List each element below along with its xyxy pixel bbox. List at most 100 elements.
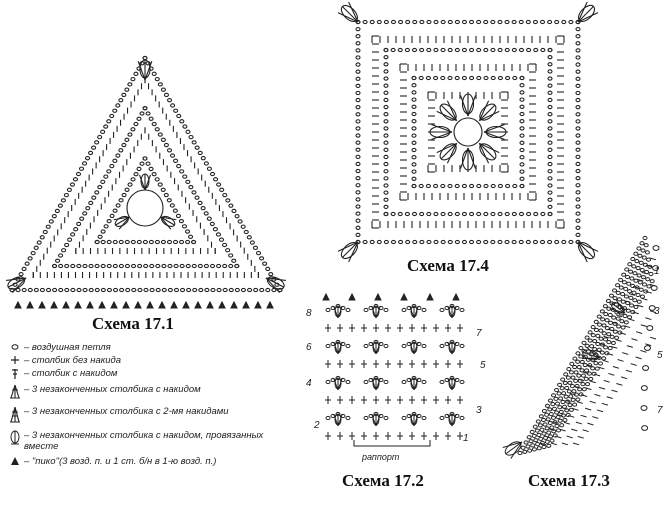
chain-stitch [405,19,411,25]
chain-stitch [54,208,60,214]
double-crochet [630,363,637,366]
legend-text: – 3 незаконченных столбика с накидом [24,384,201,395]
chain-stitch [139,161,145,166]
chain-stitch [118,239,124,245]
row-number: 6 [306,342,312,353]
chain-stitch [518,211,525,217]
chain-stitch [154,177,160,182]
chain-stitch [547,407,553,412]
chain-stitch [411,75,417,81]
double-crochet [603,335,610,339]
chain-stitch [575,19,581,25]
chain-stitch [115,103,121,108]
row-number: 1 [654,266,660,277]
cluster-3dc [459,147,469,169]
chain-stitch [355,218,361,223]
chain-stitch [476,239,482,245]
chain-stitch [82,263,88,269]
single-crochet [325,432,331,440]
chain-stitch [198,287,204,293]
chain-stitch [100,239,106,245]
double-crochet [645,264,652,268]
chain-stitch [541,408,547,414]
chain-stitch [191,239,197,245]
single-crochet [325,324,331,332]
cluster-3dc [478,142,496,160]
chain-stitch [416,413,422,419]
chain-stitch [118,198,124,203]
chain-stitch [552,433,558,438]
chain-stitch [383,211,389,217]
chain-stitch [561,239,567,245]
chain-stitch [416,305,422,311]
cluster-3dc [265,277,281,294]
chain-stitch [112,108,118,113]
chain-stitch [569,361,575,366]
single-crochet [385,396,391,404]
cluster-3dc [478,143,490,164]
chain-stitch [633,251,639,256]
chain-stitch [234,263,240,269]
chain-stitch [615,290,621,295]
chain-stitch [243,229,249,235]
chain-stitch [118,148,124,153]
single-crochet [433,360,439,368]
single-crochet [361,324,367,332]
cluster-3dc [577,241,588,263]
chain-stitch [325,343,331,349]
chain-stitch [627,262,633,267]
single-crochet [349,360,355,368]
chain-stitch [547,183,553,188]
row-number: 3 [654,306,660,317]
cluster-3dc [115,216,130,226]
single-crochet [361,396,367,404]
chain-stitch [100,129,106,134]
chain-stitch [70,263,76,269]
chain-stitch [575,112,581,117]
picot [452,292,460,301]
chain-stitch-icon [6,342,24,352]
chain-stitch [406,341,412,347]
cluster-3dc [371,414,377,427]
chain-stitch [461,211,467,217]
chain-stitch [169,203,175,208]
cluster-3dc [436,142,457,154]
chain-stitch [383,140,389,145]
chain-stitch [222,263,228,269]
chain-stitch [88,150,94,156]
chain-stitch [355,225,361,230]
chain-stitch [160,239,166,245]
double-crochet [539,442,547,446]
chain-stitch [76,287,82,293]
chain-stitch [411,90,417,95]
chain-stitch [575,69,581,74]
chain-stitch [119,287,125,293]
chain-stitch [562,380,568,386]
picot [38,300,46,309]
puff-3dc [139,59,151,79]
double-crochet [649,336,657,340]
chain-stitch [345,343,351,349]
cluster-3dc [478,100,490,121]
double-crochet [572,408,579,411]
chain-stitch [573,370,579,375]
double-crochet [550,442,558,446]
chain-stitch [591,371,597,376]
chain-stitch [531,447,537,452]
chain-stitch [191,263,197,269]
chain-stitch [426,211,432,217]
chain-stitch [625,308,631,313]
chain-stitch [383,97,389,103]
chain-stitch [160,87,166,92]
chain-stitch [383,126,389,131]
double-crochet [608,372,615,376]
chain-stitch [535,419,541,424]
chain-stitch [483,75,489,81]
cluster-3dc [577,241,594,259]
cluster-3dc [451,378,457,391]
chain-stitch [547,190,553,195]
chain-stitch [469,47,475,53]
cluster-3dc [409,342,415,355]
chain-stitch [383,47,389,53]
legend-row-chain: – воздушная петля [6,342,296,353]
